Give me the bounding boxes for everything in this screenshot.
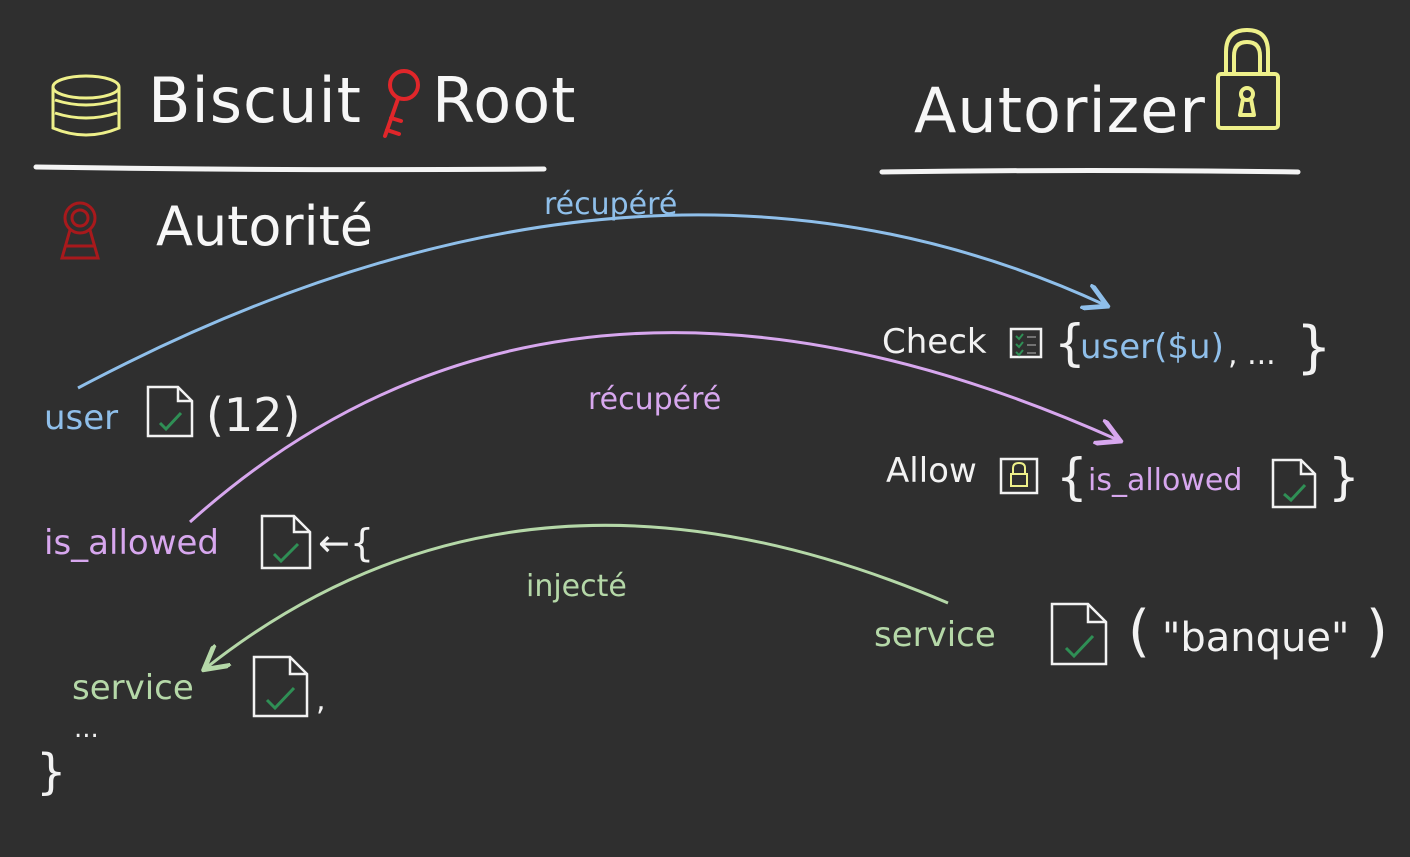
check-close-brace: }	[1296, 315, 1332, 380]
close-brace: }	[36, 744, 67, 800]
arrow-label-injecte: injecté	[526, 569, 627, 604]
biscuit-underline	[33, 164, 547, 173]
autorizer-title: Autorizer	[914, 74, 1206, 147]
is-allowed-fact-suffix: ←{	[318, 521, 375, 565]
ellipsis: ...	[74, 714, 99, 744]
padlock-icon	[1216, 28, 1280, 130]
allow-keyword: Allow	[886, 451, 977, 491]
checklist-icon	[1009, 327, 1043, 359]
allow-open-brace: {	[1056, 448, 1088, 506]
signed-doc-icon	[1271, 458, 1317, 509]
autorite-seal-icon	[60, 201, 100, 260]
arrow-label-recupere-1: récupéré	[544, 187, 678, 222]
service-open-paren: (	[1128, 599, 1150, 664]
check-keyword: Check	[882, 322, 987, 362]
allow-close-brace: }	[1328, 448, 1360, 506]
service-fact-comma: ,	[316, 683, 326, 718]
service-value: "banque"	[1162, 615, 1350, 661]
service-rule-name: service	[874, 615, 996, 655]
arrow-recupere-is-allowed	[188, 331, 1118, 524]
check-predicate: user($u)	[1080, 327, 1224, 367]
is-allowed-fact-name: is_allowed	[44, 523, 219, 563]
service-fact-name: service	[72, 668, 194, 708]
check-open-brace: {	[1054, 314, 1086, 372]
signed-doc-icon	[1050, 602, 1108, 666]
allow-predicate: is_allowed	[1088, 463, 1243, 498]
user-fact-name: user	[44, 398, 119, 438]
arrow-recupere-user	[77, 213, 1105, 390]
mini-padlock-icon	[999, 457, 1039, 495]
service-close-paren: )	[1366, 599, 1388, 664]
root-title: Root	[432, 64, 577, 137]
check-rest: , ...	[1228, 337, 1276, 372]
biscuit-title: Biscuit	[148, 64, 362, 137]
user-fact-arg: (12)	[206, 388, 301, 442]
arrow-injecte-service	[206, 523, 949, 668]
biscuit-icon	[51, 74, 121, 137]
autorite-title: Autorité	[156, 195, 373, 258]
autorizer-underline	[879, 168, 1301, 175]
signed-doc-icon	[260, 514, 312, 570]
arrow-label-recupere-2: récupéré	[588, 382, 722, 417]
signed-doc-icon	[146, 385, 194, 438]
signed-doc-icon	[252, 655, 309, 718]
root-key-icon	[383, 69, 420, 138]
